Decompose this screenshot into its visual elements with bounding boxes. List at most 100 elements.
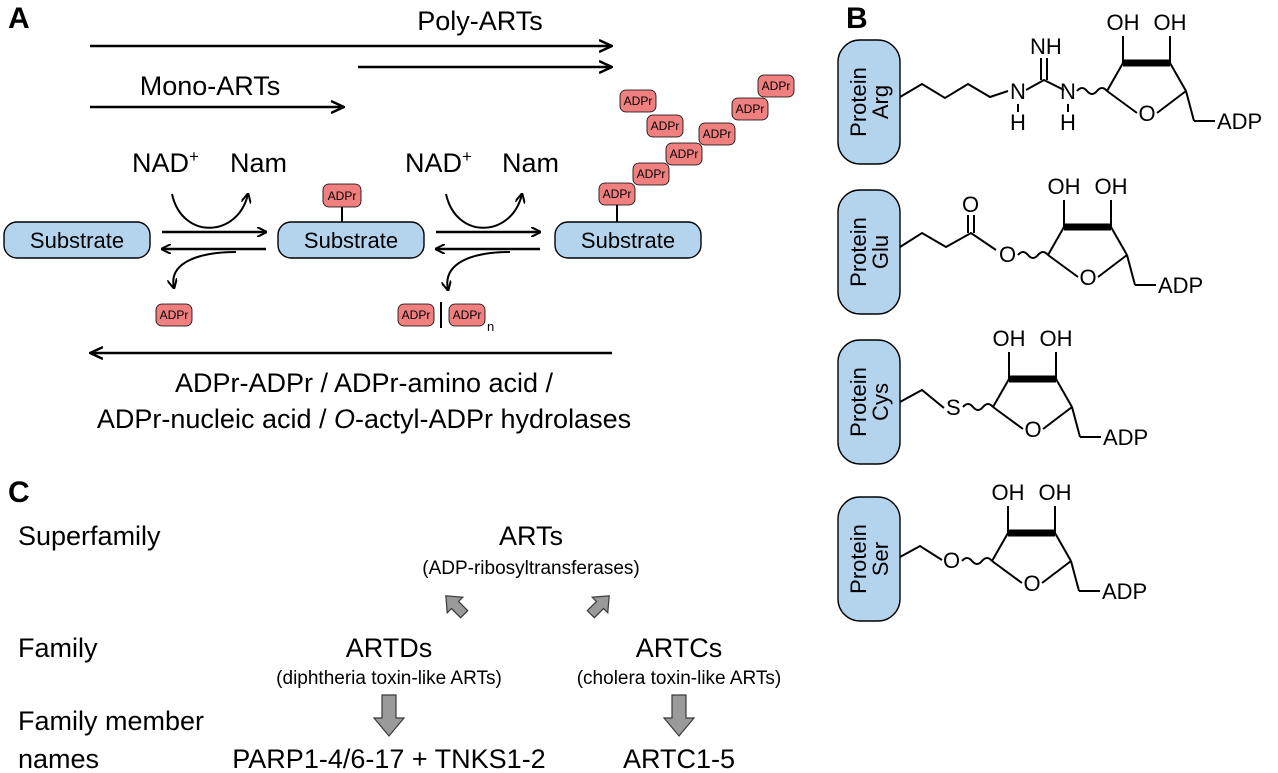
ring-oxygen: O [1024, 417, 1041, 442]
down-arrow-artd [372, 694, 406, 737]
level-family: Family [18, 633, 98, 663]
adpr-released-poly: ADPr n [448, 303, 494, 334]
ring-oxygen: O [1138, 101, 1155, 126]
atom-n: N [1010, 79, 1026, 104]
atom-nh: NH [1030, 34, 1062, 59]
nad-label-2: NAD+ [405, 147, 472, 178]
substrate-label: Substrate [304, 228, 398, 253]
artc-members: ARTC1-5 [623, 744, 735, 773]
protein-label: Protein [846, 524, 871, 594]
adpr-unit: ADPr [619, 89, 657, 113]
protein-label: Protein [846, 367, 871, 437]
svg-text:ADPr: ADPr [603, 187, 632, 201]
svg-text:ADPr: ADPr [762, 79, 791, 93]
ring-bond [1054, 532, 1072, 562]
adpr-unit: ADPr [731, 97, 769, 121]
atom-ether-o: O [943, 548, 960, 573]
superfamily-name: ARTs [499, 521, 563, 551]
adp-label: ADP [1103, 425, 1148, 450]
branch-arrow-right [586, 595, 610, 619]
adpr-unit: ADPr [665, 142, 703, 166]
adpr-released-mono: ADPr [397, 303, 435, 327]
residue-label-ser: Ser [868, 542, 893, 576]
ring-bond [1106, 62, 1124, 92]
adp-bond [1126, 254, 1136, 286]
atom-s: S [946, 395, 961, 420]
ring-bond [1047, 254, 1079, 278]
branch-arrow-left [445, 595, 469, 619]
ser-linkage: Protein Ser O [837, 496, 993, 622]
substrate-free: Substrate [3, 221, 151, 259]
level-member-1: Family member [18, 706, 204, 736]
adpr-unit: ADPr [598, 182, 636, 206]
hydroxyl-label: OH [1095, 174, 1128, 199]
ring-bond [992, 406, 1024, 430]
nad-to-nam-curve-2 [445, 194, 522, 229]
svg-text:ADPr: ADPr [670, 147, 699, 161]
adpr-unit: ADPr [632, 162, 670, 186]
artd-members: PARP1-4/6-17 + TNKS1-2 [232, 744, 545, 773]
adp-bond [1071, 406, 1081, 438]
ring-bond [1097, 254, 1128, 278]
adpr-unit: ADPr [698, 122, 736, 146]
down-arrow-artc [662, 694, 696, 737]
family-artd-desc: (diphtheria toxin-like ARTs) [276, 668, 502, 689]
panel-a-label: A [8, 2, 30, 35]
adpr-label: ADPr [328, 189, 357, 203]
nad-label-1: NAD+ [132, 147, 199, 178]
atom-h: H [1060, 110, 1076, 135]
ring-bond [991, 560, 1023, 584]
adpr-chain: ADPr ADPr ADPr ADPr ADPr ADPr ADPr ADPr [598, 74, 795, 206]
protein-label: Protein [846, 67, 871, 137]
adpr-released: ADPr [155, 303, 193, 327]
adpr-unit: ADPr [757, 74, 795, 98]
panel-b-label: B [846, 2, 868, 35]
svg-text:ADPr: ADPr [703, 127, 732, 141]
hydroxyl-label: OH [1107, 10, 1140, 35]
residue-label-arg: Arg [868, 85, 893, 119]
adp-bond [1070, 560, 1080, 592]
ring-bond [991, 532, 1009, 562]
arg-linkage: Protein Arg N H NH N H [837, 34, 1108, 165]
ring-bond [1156, 90, 1187, 114]
hydroxyl-label: OH [1039, 480, 1072, 505]
family-artd-name: ARTDs [346, 633, 433, 663]
adp-label: ADP [1102, 579, 1147, 604]
hydroxyl-label: OH [993, 326, 1026, 351]
atom-carbonyl-o: O [962, 192, 979, 217]
hydroxyl-label: OH [1048, 174, 1081, 199]
hydrolase-text-line2: ADPr-nucleic acid / O-actyl-ADPr hydrola… [97, 404, 631, 434]
hydroxyl-label: OH [1154, 10, 1187, 35]
svg-text:ADPr: ADPr [736, 102, 765, 116]
ring-bond [1055, 378, 1073, 408]
atom-h: H [1010, 110, 1026, 135]
nad-to-nam-curve-1 [171, 194, 248, 229]
adpr-unit: ADPr [646, 114, 684, 138]
protein-label: Protein [846, 217, 871, 287]
panel-c-label: C [8, 476, 30, 509]
ring-bond [992, 378, 1010, 408]
adpr-label: ADPr [453, 308, 482, 322]
nam-label-2: Nam [502, 148, 559, 178]
substrate-poly: Substrate [554, 221, 702, 259]
cys-linkage: Protein Cys S [837, 339, 994, 465]
adpr-label: ADPr [402, 308, 431, 322]
svg-text:ADPr: ADPr [624, 94, 653, 108]
adpr-label: ADPr [160, 308, 189, 322]
svg-text:ADPr: ADPr [651, 119, 680, 133]
family-artc-name: ARTCs [636, 633, 723, 663]
ring-oxygen: O [1079, 265, 1096, 290]
atom-n: N [1060, 79, 1076, 104]
level-superfamily: Superfamily [18, 521, 161, 551]
hydrolase-text-line1: ADPr-ADPr / ADPr-amino acid / [175, 368, 554, 398]
adp-label: ADP [1217, 109, 1262, 134]
nam-label-1: Nam [230, 148, 287, 178]
release-curve-2 [447, 251, 511, 290]
residue-label-cys: Cys [868, 383, 893, 421]
ring-bond [1041, 560, 1072, 584]
substrate-mono: Substrate [277, 221, 425, 259]
superfamily-desc: (ADP-ribosyltransferases) [422, 558, 640, 579]
level-member-2: names [18, 744, 99, 773]
